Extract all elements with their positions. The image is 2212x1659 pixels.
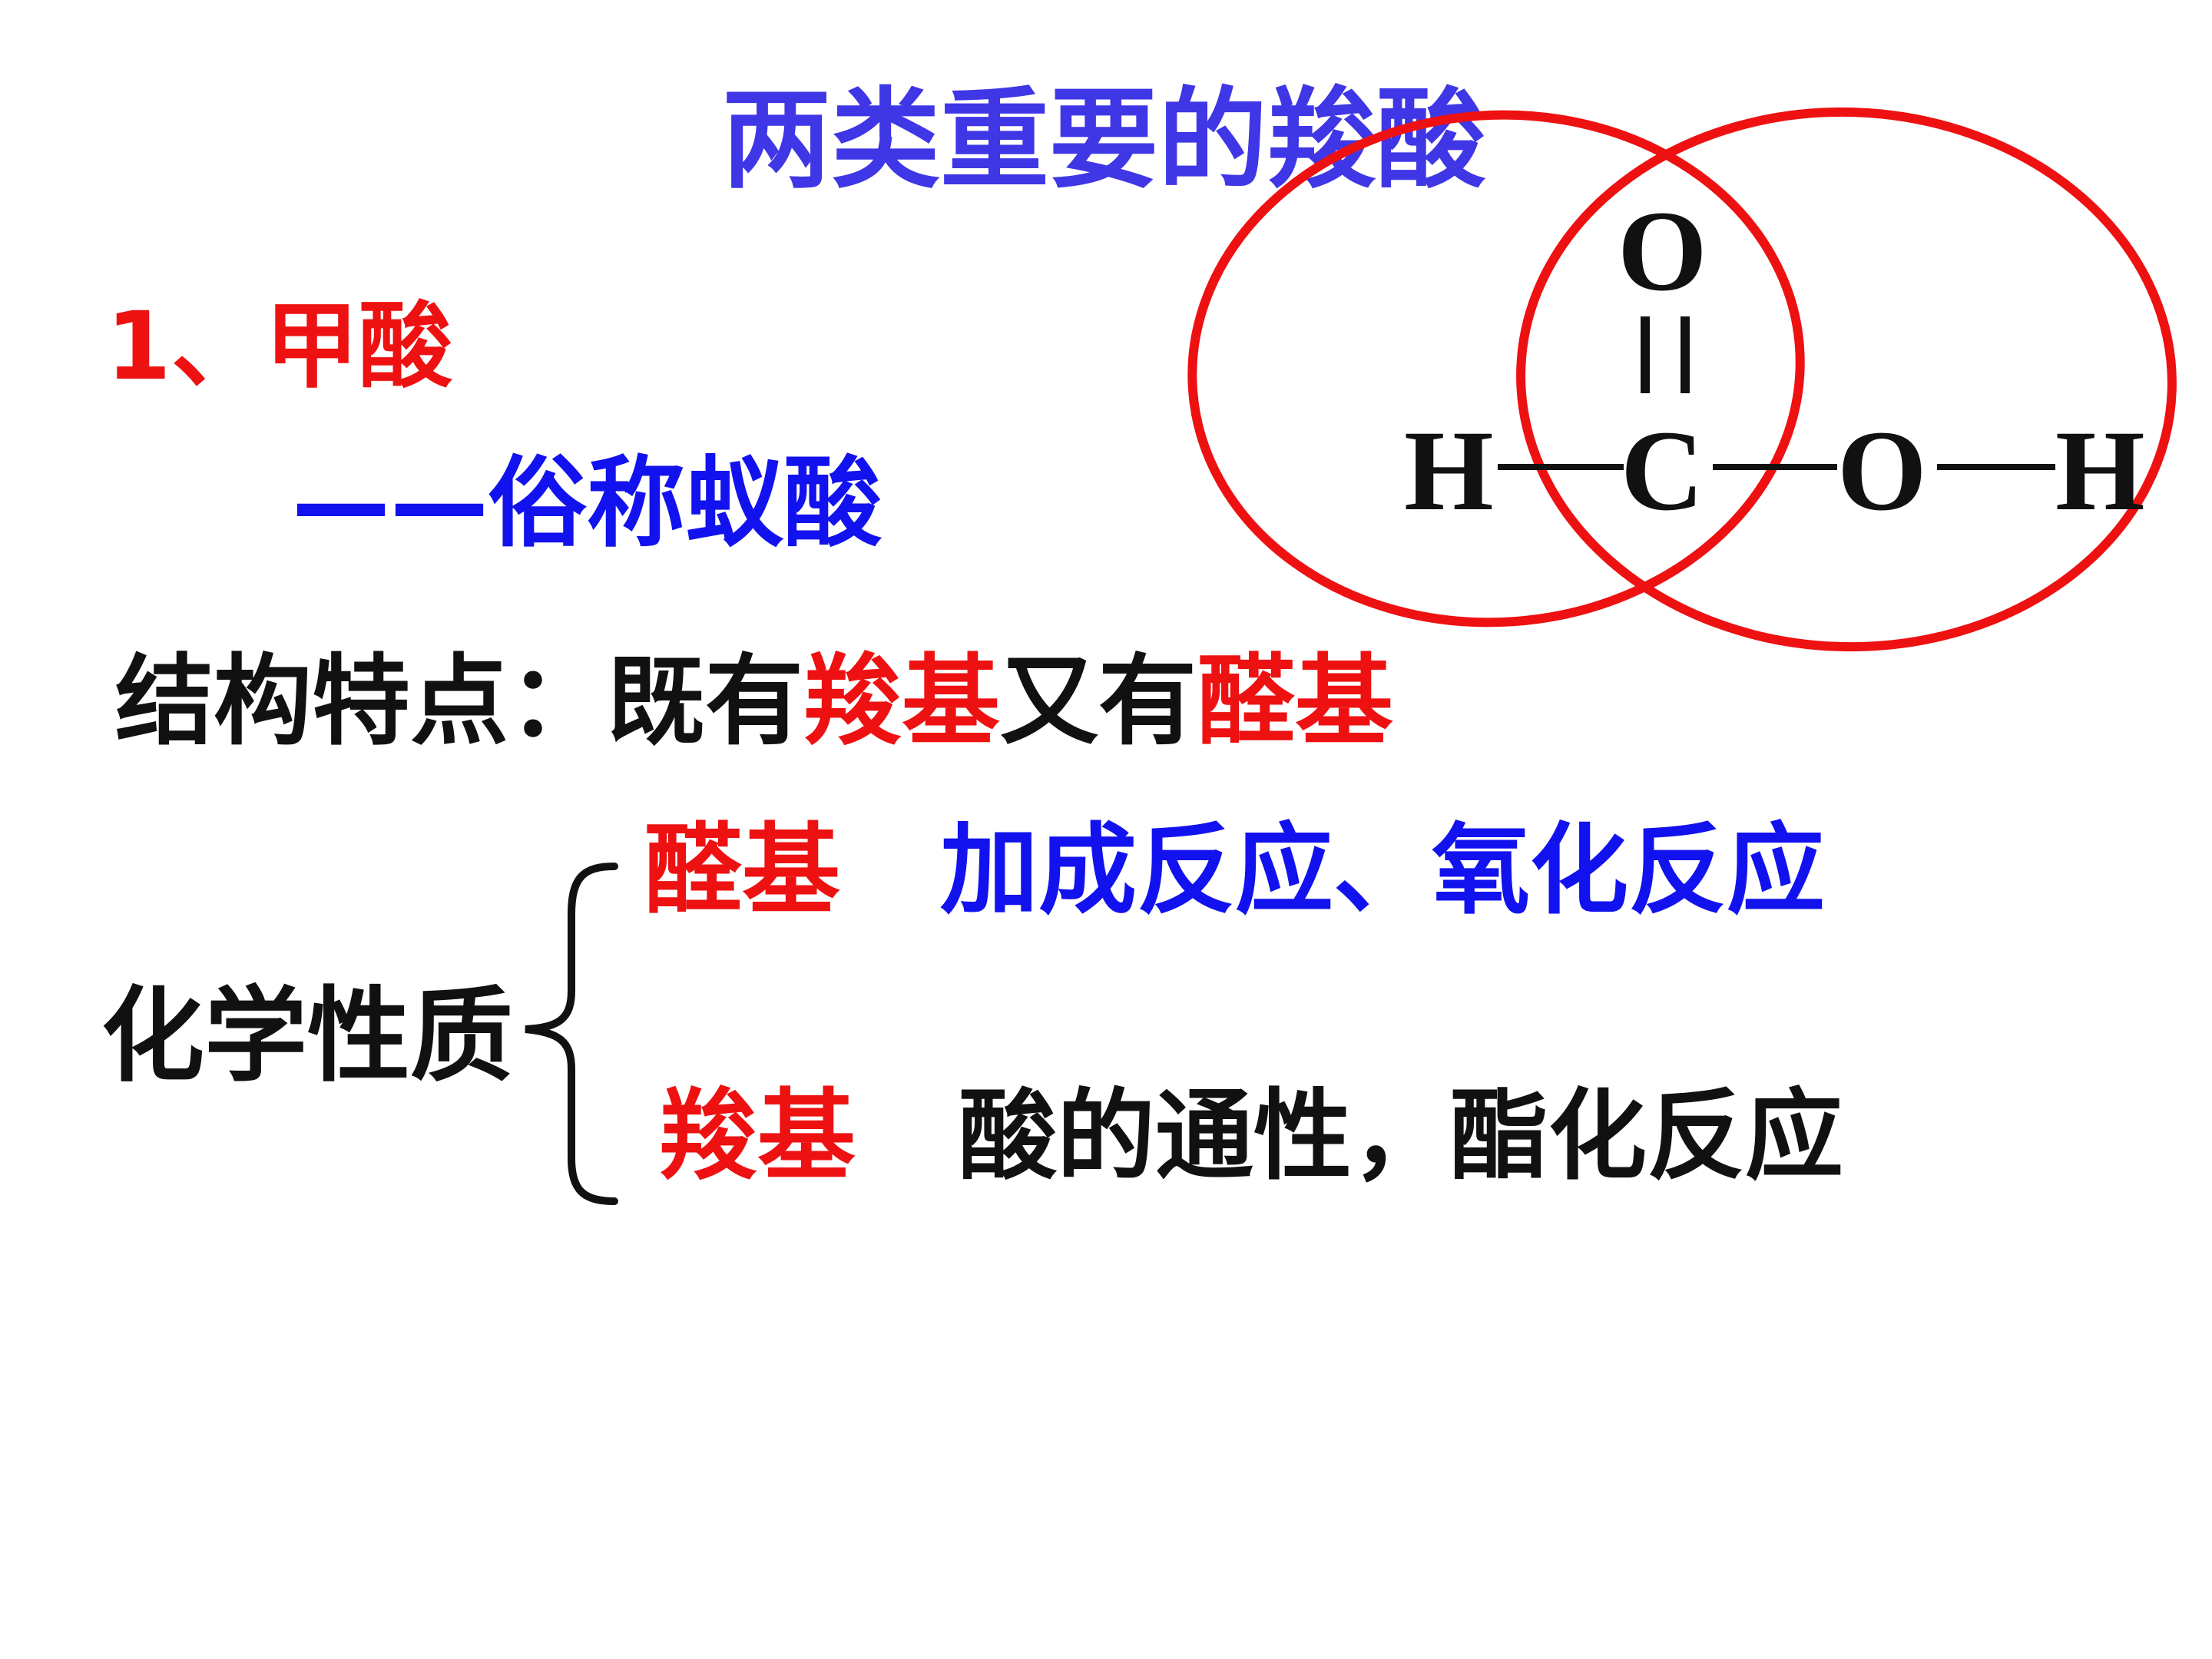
curly-brace [525, 863, 618, 1205]
common-name-text: ——俗称蚁酸 [292, 446, 882, 561]
formula-oxygen: O [1837, 407, 1927, 535]
formula-right-hydrogen: H [2055, 407, 2145, 535]
section-heading-formic-acid: 1、甲酸 [106, 292, 452, 401]
aldehyde-group-text: 醛基 [1197, 644, 1394, 759]
structure-middle: 又有 [1000, 644, 1197, 759]
formula-carbon: C [1621, 407, 1704, 535]
structure-prefix: 结构特点：既有 [115, 644, 804, 759]
carboxyl-group-text: 羧基 [803, 644, 1001, 759]
chemical-properties-label: 化学性质 [101, 976, 514, 1096]
page-title: 两类重要的羧酸 [722, 77, 1485, 204]
carboxyl-properties: 酸的通性，酯化反应 [959, 1079, 1844, 1194]
formula-left-hydrogen: H [1404, 407, 1494, 535]
structure-features-line: 结构特点：既有羧基又有醛基 [115, 653, 1393, 751]
aldehyde-label: 醛基 [644, 813, 841, 928]
formula-top-oxygen: O [1618, 187, 1707, 315]
right-ellipse [1516, 107, 2177, 652]
aldehyde-properties: 加成反应、氧化反应 [940, 813, 1826, 928]
carboxyl-label: 羧基 [659, 1079, 856, 1194]
left-ellipse [1187, 110, 1805, 628]
